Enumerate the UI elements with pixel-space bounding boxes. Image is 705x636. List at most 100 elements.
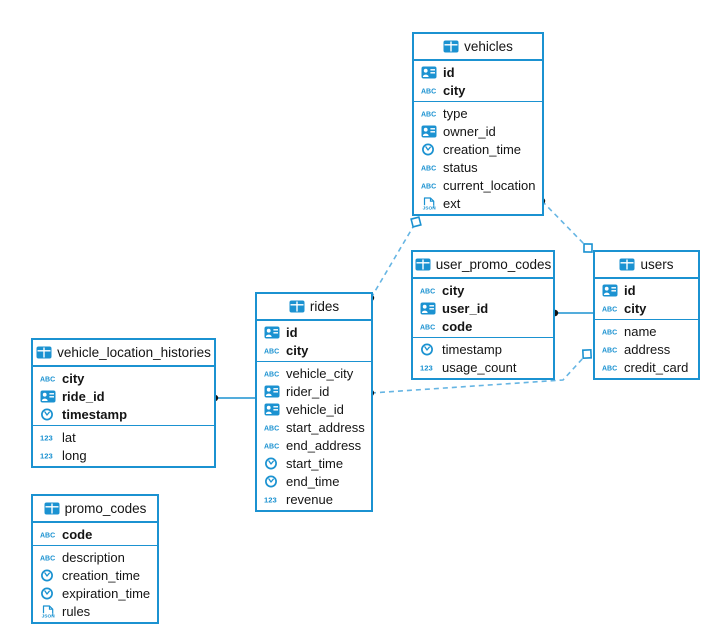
table-name: vehicles <box>464 39 513 54</box>
field-row[interactable]: id <box>595 281 698 299</box>
field-row[interactable]: user_id <box>413 299 553 317</box>
field-row[interactable]: creation_time <box>33 566 157 584</box>
table-header[interactable]: promo_codes <box>33 496 157 523</box>
table-name: promo_codes <box>64 501 147 516</box>
string-type-icon: ABC <box>264 443 279 450</box>
field-row[interactable]: rider_id <box>257 382 371 400</box>
id-type-icon <box>264 326 280 338</box>
string-type-icon: ABC <box>40 555 55 562</box>
string-type-icon: ABC <box>264 425 279 432</box>
field-name: status <box>443 159 478 175</box>
table-icon <box>289 300 305 313</box>
field-name: revenue <box>286 491 333 507</box>
field-row[interactable]: id <box>257 323 371 341</box>
number-type-icon: 123 <box>420 363 433 372</box>
field-row[interactable]: expiration_time <box>33 584 157 602</box>
relationship-vehicles-to-users[interactable] <box>538 197 593 253</box>
field-name: id <box>286 324 298 340</box>
field-name: lat <box>62 429 76 445</box>
field-row[interactable]: timestamp <box>413 340 553 358</box>
table-header[interactable]: user_promo_codes <box>413 252 553 279</box>
field-name: creation_time <box>62 567 141 583</box>
relationship-diamond-marker <box>581 348 593 360</box>
relationship-vehicle_location_histories-to-rides[interactable] <box>211 394 256 402</box>
svg-text:ABC: ABC <box>421 183 436 190</box>
field-row[interactable]: end_time <box>257 472 371 490</box>
field-name: type <box>443 105 468 121</box>
table-header[interactable]: rides <box>257 294 371 321</box>
field-name: vehicle_id <box>286 401 344 417</box>
field-row[interactable]: ride_id <box>33 387 214 405</box>
field-row[interactable]: ABC start_address <box>257 418 371 436</box>
field-name: vehicle_city <box>286 365 354 381</box>
field-row[interactable]: owner_id <box>414 122 542 140</box>
field-name: rules <box>62 603 91 619</box>
relationship-line[interactable] <box>541 200 586 246</box>
field-row[interactable]: id <box>414 63 542 81</box>
field-row[interactable]: vehicle_id <box>257 400 371 418</box>
table-icon <box>619 258 635 271</box>
svg-text:123: 123 <box>420 363 433 372</box>
table-header[interactable]: users <box>595 252 698 279</box>
field-name: start_address <box>286 419 365 435</box>
table-header[interactable]: vehicle_location_histories <box>33 340 214 367</box>
relationship-line[interactable] <box>370 356 585 394</box>
time-type-icon <box>41 587 53 599</box>
svg-text:ABC: ABC <box>602 365 617 372</box>
id-type-icon <box>264 403 280 415</box>
id-type-icon <box>264 385 280 397</box>
relationship-user_promo_codes-to-users[interactable] <box>551 309 594 317</box>
field-row[interactable]: timestamp <box>33 405 214 423</box>
field-name: timestamp <box>62 406 128 422</box>
field-name: creation_time <box>443 141 522 157</box>
field-row[interactable]: ABC type <box>414 104 542 122</box>
field-row[interactable]: start_time <box>257 454 371 472</box>
field-row[interactable]: ABC vehicle_city <box>257 364 371 382</box>
field-name: address <box>624 341 671 357</box>
table-icon <box>443 40 459 53</box>
table-header[interactable]: vehicles <box>414 34 542 61</box>
time-type-icon <box>421 343 433 355</box>
relationship-line[interactable] <box>370 226 414 299</box>
svg-text:ABC: ABC <box>602 306 617 313</box>
field-row[interactable]: creation_time <box>414 140 542 158</box>
number-type-icon: 123 <box>40 451 53 460</box>
table-name: vehicle_location_histories <box>57 345 211 360</box>
svg-text:ABC: ABC <box>421 111 436 118</box>
json-type-icon: JSON <box>422 196 436 210</box>
string-type-icon: ABC <box>264 371 279 378</box>
